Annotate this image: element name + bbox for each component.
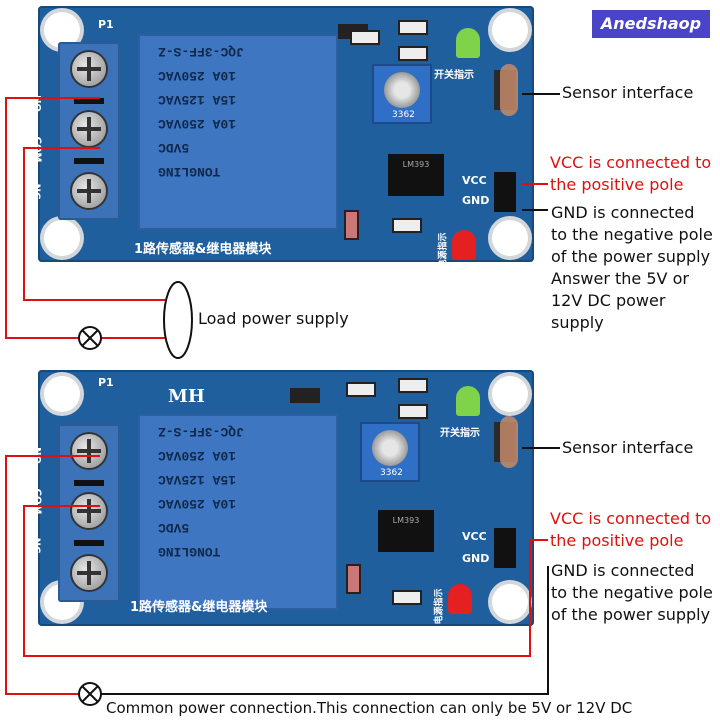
screw-no [72,434,106,468]
green-led [456,28,480,58]
mount-hole [492,12,528,48]
screw-nc [72,174,106,208]
silk-p1: P1 [98,18,114,31]
pot-dial [384,72,420,108]
label-gnd-line2-bottom: to the negative pole [551,583,713,602]
potentiometer: 3362 [372,64,432,124]
power-header [494,172,516,212]
smd-resistor [352,32,378,43]
smd-resistor [400,48,426,59]
photoresistor [500,416,518,468]
silk-gnd: GND [462,552,490,565]
smd-resistor [348,384,374,395]
terminal-block [58,424,120,602]
red-led [448,584,472,614]
lamp-symbol-bottom [78,682,102,706]
label-gnd-line5-top: 12V DC power [551,291,666,310]
label-vcc-line1-bottom: VCC is connected to [550,509,712,528]
pot-label: 3362 [392,110,415,120]
label-sensor-interface-top: Sensor interface [562,83,694,102]
label-sensor-interface-bottom: Sensor interface [562,438,694,457]
mount-hole [492,376,528,412]
smd-resistor [394,592,420,603]
label-load-power-supply: Load power supply [198,309,349,328]
smd-resistor [400,406,426,417]
wire-com-top [23,147,168,301]
red-led [452,230,476,260]
label-vcc-line2-top: the positive pole [550,175,684,194]
brand-label: Anedshaop [592,10,710,38]
separator [74,540,104,546]
label-gnd-line1-bottom: GND is connected [551,561,695,580]
transistor [340,26,366,37]
terminal-block [58,42,120,220]
pot-label: 3362 [380,468,403,478]
mount-hole [44,220,80,256]
silk-vcc: VCC [462,530,487,543]
pot-dial [372,430,408,466]
comparator-chip: LM393 [388,154,444,196]
label-gnd-line2-top: to the negative pole [551,225,713,244]
green-led [456,386,480,416]
silk-switch-indicator: 开关指示 [440,428,480,439]
screw-com [72,112,106,146]
screw-no [72,52,106,86]
label-common-power: Common power connection.This connection … [106,699,633,717]
silk-module-name: 1路传感器&继电器模块 [130,600,268,615]
diode [346,212,357,238]
smd-resistor [394,220,420,231]
lamp-symbol-top [78,326,102,350]
power-header [494,528,516,568]
photoresistor [500,64,518,116]
mount-hole [44,376,80,412]
wire-no-bottom [5,455,100,695]
label-gnd-line4-top: Answer the 5V or [551,269,689,288]
wire-com-bottom [23,505,548,657]
label-gnd-line6-top: supply [551,313,604,332]
relay-board-top: P1 MH NO COM NC JQC-3FF-S-Z 10A 250VAC 1… [30,6,534,269]
silk-vcc: VCC [462,174,487,187]
wire-gnd-bottom [100,566,549,695]
silk-gnd: GND [462,194,490,207]
silk-mh: MH [168,386,205,407]
separator [74,158,104,164]
label-gnd-line3-bottom: of the power supply [551,605,711,624]
transistor [292,390,318,401]
silk-p1: P1 [98,376,114,389]
diode [348,566,359,592]
label-vcc-line2-bottom: the positive pole [550,531,684,550]
separator [74,480,104,486]
silk-module-name: 1路传感器&继电器模块 [134,242,272,257]
smd-resistor [400,22,426,33]
relay: JQC-3FF-S-Z 10A 250VAC 15A 125VAC 10A 25… [138,34,338,230]
label-vcc-line1-top: VCC is connected to [550,153,712,172]
potentiometer: 3362 [360,422,420,482]
relay: JQC-3FF-S-Z 10A 250VAC 15A 125VAC 10A 25… [138,414,338,610]
smd-resistor [400,380,426,391]
separator [74,98,104,104]
load-power-supply-symbol [163,281,193,359]
label-gnd-line3-top: of the power supply [551,247,711,266]
label-gnd-line1-top: GND is connected [551,203,695,222]
comparator-chip: LM393 [378,510,434,552]
screw-nc [72,556,106,590]
silk-switch-indicator: 开关指示 [434,70,474,81]
mount-hole [492,584,528,620]
screw-com [72,494,106,528]
relay-board-bottom: P1 MH NO COM NC JQC-3FF-S-Z 10A 250VAC 1… [30,370,534,626]
wire-no-top [5,97,100,339]
mount-hole [492,220,528,256]
